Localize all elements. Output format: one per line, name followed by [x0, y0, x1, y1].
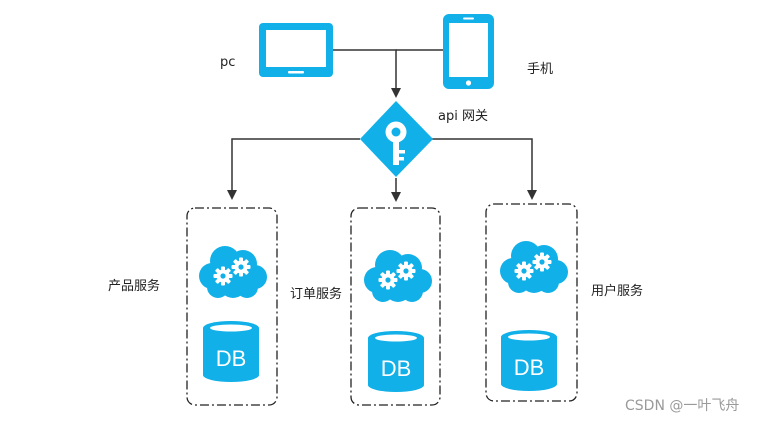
user-database-icon: DB: [501, 330, 557, 391]
gateway-to-user-arrow: [432, 138, 537, 200]
user-service-box: [485, 203, 578, 402]
order-db-label: DB: [381, 356, 412, 381]
mobile-label: 手机: [527, 62, 554, 77]
gateway-to-product-arrow: [227, 138, 360, 200]
api-gateway-label: api 网关: [438, 109, 488, 124]
service-boxes: [186, 203, 578, 406]
product-cloud-gears-icon: [199, 246, 267, 298]
api-gateway-key-icon: [360, 101, 433, 177]
product-service-label: 产品服务: [108, 279, 161, 294]
pc-monitor-icon: [259, 23, 333, 77]
user-service-label: 用户服务: [591, 284, 644, 299]
product-db-label: DB: [216, 346, 247, 371]
connector-lines: [227, 49, 537, 202]
order-service-label: 订单服务: [290, 287, 343, 302]
order-cloud-gears-icon: [364, 250, 432, 302]
order-service-box: [350, 207, 441, 406]
user-cloud-gears-icon: [500, 241, 568, 293]
order-database-icon: DB: [368, 331, 424, 392]
pc-label: pc: [220, 55, 236, 70]
watermark: CSDN @一叶飞舟: [625, 398, 740, 414]
pc-to-gateway-line: [333, 49, 401, 98]
product-database-icon: DB: [203, 321, 259, 382]
product-service-box: [186, 207, 278, 406]
user-db-label: DB: [514, 355, 545, 380]
mobile-phone-icon: [443, 14, 494, 89]
